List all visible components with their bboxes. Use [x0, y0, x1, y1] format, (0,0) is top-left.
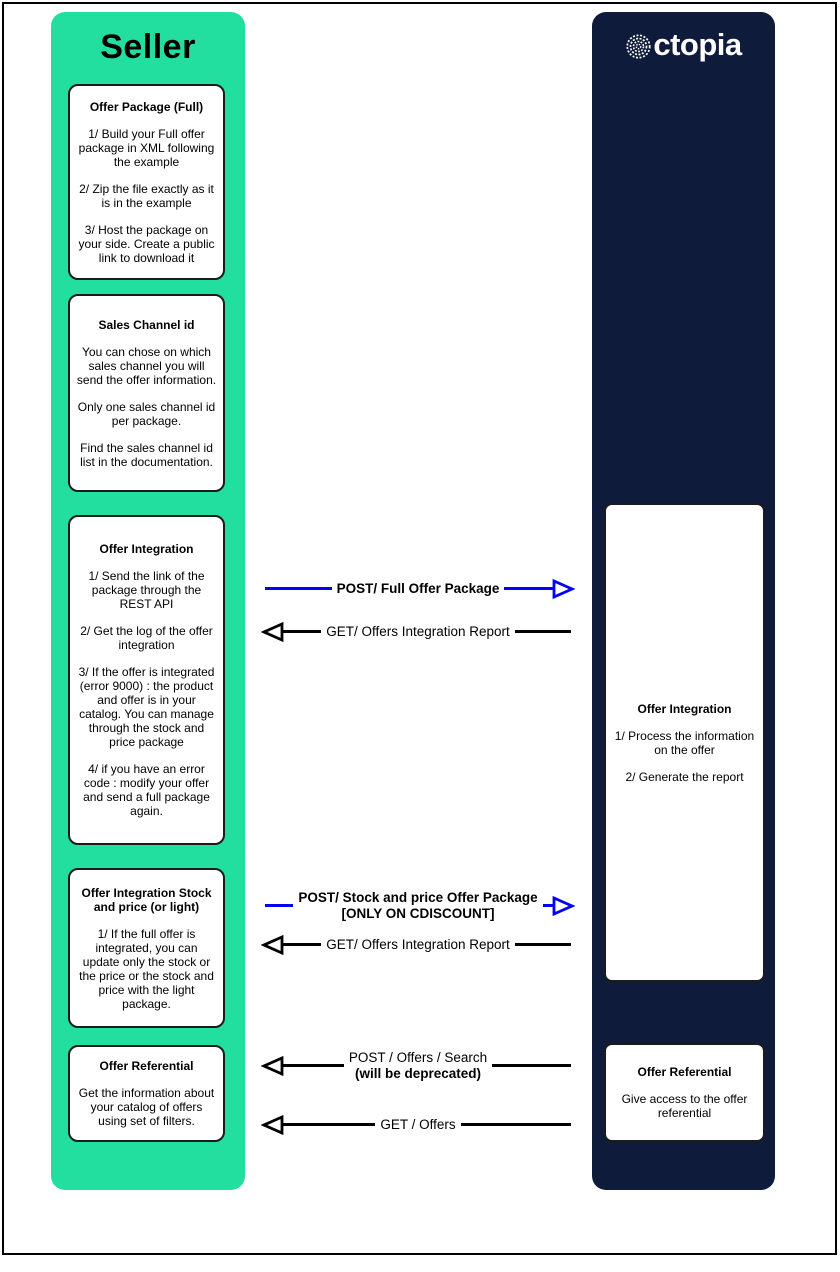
arrow-get-offers-integration-report-2: GET/ Offers Integration Report — [260, 927, 573, 963]
box-paragraph: Give access to the offer referential — [621, 1092, 748, 1120]
seller-box-offer-integration-stock-price: Offer Integration Stock and price (or li… — [68, 868, 225, 1028]
seller-title: Seller — [100, 28, 196, 66]
seller-box-offer-referential: Offer Referential Get the information ab… — [68, 1045, 225, 1142]
octopia-box-offer-referential: Offer Referential Give access to the off… — [604, 1043, 765, 1142]
arrow-post-full-offer-package: POST/ Full Offer Package — [263, 571, 576, 607]
arrow-label: POST/ Stock and price Offer Package [ONL… — [293, 890, 543, 922]
arrow-get-offers-integration-report-1: GET/ Offers Integration Report — [260, 614, 573, 650]
arrow-label-line1: POST/ Stock and price Offer Package — [298, 890, 538, 905]
arrowhead-left-icon — [260, 934, 285, 956]
arrow-label: POST/ Full Offer Package — [331, 581, 505, 597]
arrow-label-line2: [ONLY ON CDISCOUNT] — [341, 906, 495, 921]
arrow-get-offers: GET / Offers — [260, 1107, 573, 1143]
box-paragraph: 1/ If the full offer is integrated, you … — [79, 926, 214, 1011]
box-paragraph: 2/ Get the log of the offer integration — [80, 624, 213, 652]
arrow-label-line2: (will be deprecated) — [354, 1066, 482, 1081]
box-paragraph: 2/ Zip the file exactly as it is in the … — [79, 181, 214, 210]
arrowhead-left-icon — [260, 1055, 285, 1077]
arrow-label: POST / Offers / Search (will be deprecat… — [343, 1050, 493, 1082]
box-paragraph: Get the information about your catalog o… — [78, 1086, 215, 1128]
octopia-logo-text: ctopia — [653, 27, 742, 62]
box-paragraph: 1/ Send the link of the package through … — [88, 569, 205, 611]
arrowhead-left-icon — [260, 1114, 285, 1136]
box-title: Sales Channel id — [98, 317, 195, 332]
box-title: Offer Integration Stock and price (or li… — [81, 885, 212, 914]
arrow-post-stock-price-offer-package: POST/ Stock and price Offer Package [ONL… — [263, 886, 576, 926]
seller-box-sales-channel-id: Sales Channel id You can chose on which … — [68, 294, 225, 492]
arrow-label-line1: POST / Offers / Search — [348, 1050, 488, 1065]
seller-box-offer-package-full: Offer Package (Full) 1/ Build your Full … — [68, 84, 225, 280]
arrowhead-right-icon — [551, 578, 576, 600]
octopia-logo: ctopia — [592, 29, 775, 60]
box-title: Offer Integration — [99, 542, 194, 556]
octopia-logo-o-icon — [626, 34, 651, 59]
box-paragraph: 1/ Build your Full offer package in XML … — [78, 126, 215, 169]
box-title: Offer Package (Full) — [89, 99, 204, 114]
outer-border — [2, 2, 837, 1255]
box-paragraph: You can chose on which sales channel you… — [76, 344, 217, 387]
arrow-label: GET/ Offers Integration Report — [321, 624, 515, 640]
box-title: Offer Referential — [99, 1059, 194, 1073]
arrow-label: GET/ Offers Integration Report — [321, 937, 515, 953]
box-paragraph: Only one sales channel id per package. — [77, 399, 216, 428]
arrow-label: GET / Offers — [375, 1117, 461, 1133]
box-paragraph: 1/ Process the information on the offer — [614, 728, 755, 757]
box-paragraph: 4/ if you have an error code : modify yo… — [83, 762, 210, 818]
box-paragraph: Find the sales channel id list in the do… — [80, 440, 213, 469]
arrowhead-right-icon — [551, 895, 576, 917]
octopia-box-offer-integration: Offer Integration 1/ Process the informa… — [604, 503, 765, 982]
seller-box-offer-integration: Offer Integration 1/ Send the link of th… — [68, 515, 225, 845]
arrowhead-left-icon — [260, 621, 285, 643]
box-paragraph: 2/ Generate the report — [625, 769, 744, 784]
arrow-post-offers-search: POST / Offers / Search (will be deprecat… — [260, 1046, 573, 1086]
box-paragraph: 3/ If the offer is integrated (error 900… — [78, 665, 215, 749]
box-paragraph: 3/ Host the package on your side. Create… — [78, 222, 215, 265]
box-title: Offer Referential — [637, 1065, 732, 1079]
box-title: Offer Integration — [637, 701, 732, 716]
